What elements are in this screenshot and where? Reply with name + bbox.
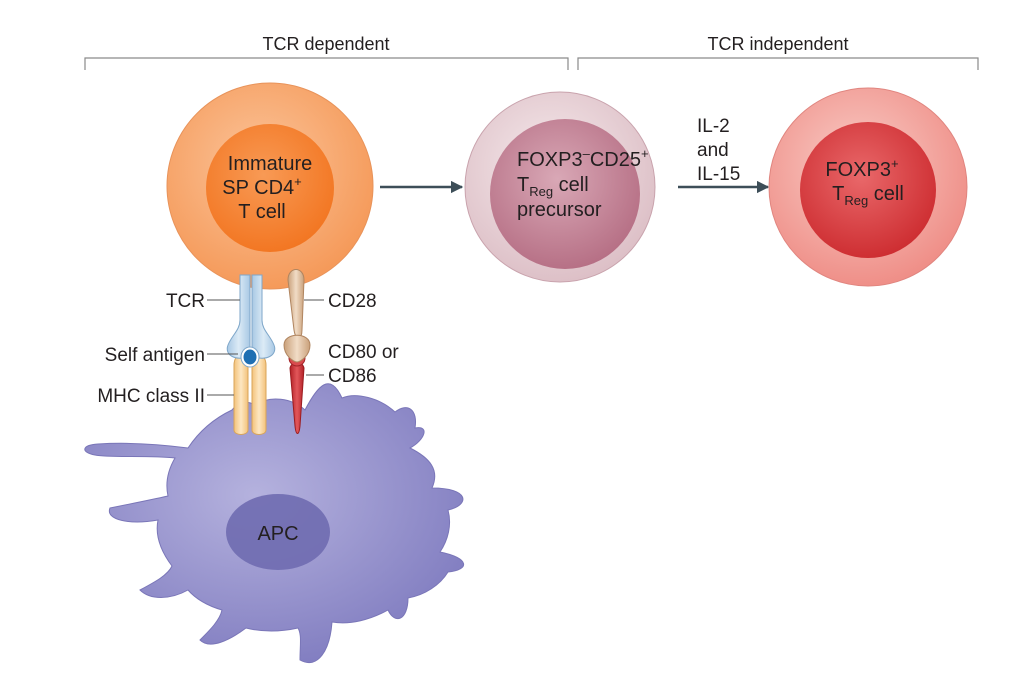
immature-cell-line2: SP CD4+ — [222, 174, 301, 199]
cd80-label-line1: CD80 or — [328, 342, 399, 363]
tcr-independent-bracket — [577, 57, 979, 70]
treg-line2: TReg cell — [832, 183, 904, 208]
treg-precursor-nucleus — [490, 119, 640, 269]
self-antigen — [240, 346, 260, 368]
cd80-label-line2: CD86 — [328, 366, 377, 387]
mhc-class-ii-label: MHC class II — [97, 386, 205, 407]
immature-t-cell-nucleus — [206, 124, 334, 252]
precursor-line1: FOXP3–CD25+ — [517, 146, 649, 171]
immature-cell-line1: Immature — [228, 153, 312, 175]
apc-cell — [84, 383, 465, 663]
treg-line1: FOXP3+ — [825, 156, 898, 181]
treg-precursor-cell — [464, 91, 656, 283]
tcr-dependent-bracket — [84, 57, 569, 70]
apc-nucleus — [226, 494, 330, 570]
immature-cell-line3: T cell — [238, 201, 285, 223]
self-antigen-label: Self antigen — [105, 345, 205, 366]
precursor-line3: precursor — [517, 199, 602, 221]
immature-t-cell — [166, 82, 374, 290]
label-leaders — [207, 299, 324, 396]
cd28 — [283, 269, 311, 363]
apc-label: APC — [257, 523, 298, 545]
cd28-label: CD28 — [328, 291, 377, 312]
foxp3-treg-nucleus — [800, 122, 936, 258]
cytokine-line3: IL-15 — [697, 164, 740, 185]
precursor-line2: TReg cell — [517, 174, 589, 199]
tcr-label: TCR — [166, 291, 205, 312]
tcr-independent-header: TCR independent — [707, 34, 848, 54]
cytokine-line2: and — [697, 140, 729, 161]
foxp3-treg-cell — [768, 87, 968, 287]
mhc-class-ii — [233, 353, 267, 435]
cytokine-line1: IL-2 — [697, 116, 730, 137]
tcr-dependent-header: TCR dependent — [262, 34, 389, 54]
